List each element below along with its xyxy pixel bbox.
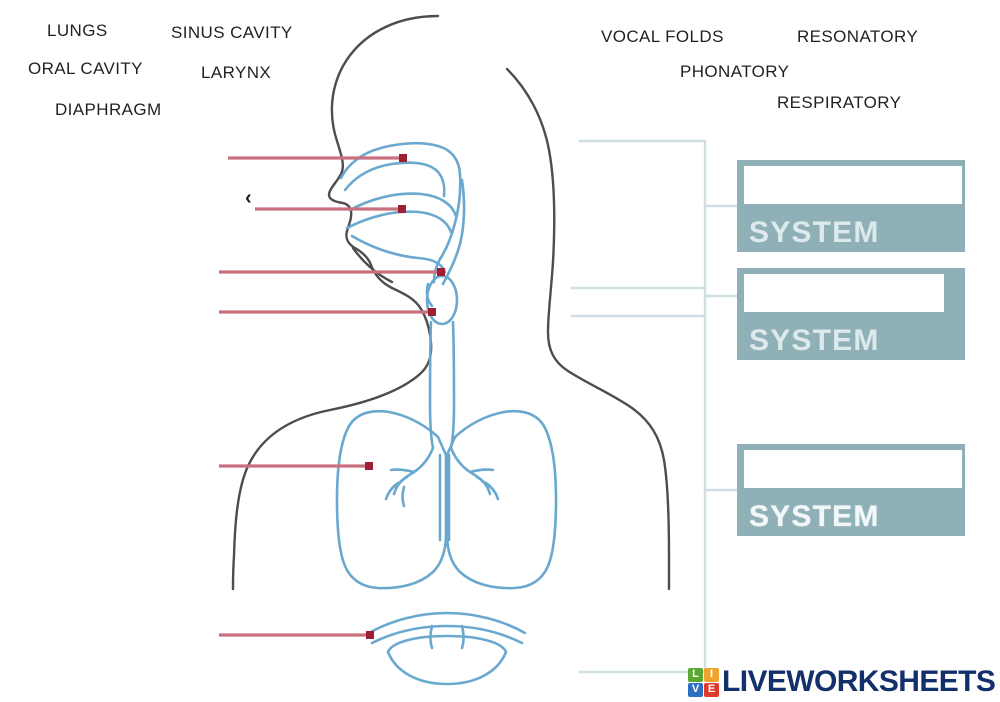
logo-tile-i: I — [704, 667, 719, 682]
pointer-diaphragm — [219, 631, 374, 639]
logo-wordmark: LIVEWORKSHEETS — [722, 665, 996, 698]
logo-tiles: L I V E — [688, 667, 719, 697]
logo-tile-e: E — [704, 682, 719, 697]
word-bank-term-lungs: LUNGS — [47, 21, 108, 40]
system-box-respiratory[interactable]: SYSTEM — [737, 444, 965, 536]
word-bank-term-sinus-cavity: SINUS CAVITY — [171, 23, 293, 42]
answer-input-phonatory[interactable] — [744, 274, 944, 312]
logo-tile-v: V — [688, 682, 703, 697]
cursor-caret-icon: ‹ — [245, 187, 252, 209]
word-bank-term-respiratory: RESPIRATORY — [777, 93, 902, 112]
word-bank-term-phonatory: PHONATORY — [680, 62, 790, 81]
pointer-lungs — [219, 462, 373, 470]
system-box-resonatory[interactable]: SYSTEM — [737, 160, 965, 252]
pointer-larynx — [219, 308, 436, 316]
system-bracket-group — [570, 139, 741, 674]
airway-group — [335, 141, 558, 686]
system-box-phonatory[interactable]: SYSTEM — [737, 268, 965, 360]
word-bank-term-larynx: LARYNX — [201, 63, 272, 82]
liveworksheets-logo[interactable]: L I V E LIVEWORKSHEETS — [688, 665, 996, 698]
system-label-respiratory: SYSTEM — [749, 500, 880, 533]
body-outline-group — [231, 14, 671, 591]
pointer-lines-group — [219, 154, 445, 639]
system-label-resonatory: SYSTEM — [749, 216, 880, 249]
pointer-vocal-folds — [219, 268, 445, 276]
word-bank-term-diaphragm: DIAPHRAGM — [55, 100, 162, 119]
answer-input-resonatory[interactable] — [744, 166, 962, 204]
word-bank-term-oral-cavity: ORAL CAVITY — [28, 59, 143, 78]
pointer-oral-cavity — [255, 205, 406, 213]
system-label-phonatory: SYSTEM — [749, 324, 880, 357]
word-bank-term-vocal-folds: VOCAL FOLDS — [601, 27, 724, 46]
logo-tile-l: L — [688, 667, 703, 682]
pointer-sinus-cavity — [228, 154, 407, 162]
word-bank-term-resonatory: RESONATORY — [797, 27, 919, 46]
answer-input-respiratory[interactable] — [744, 450, 962, 488]
